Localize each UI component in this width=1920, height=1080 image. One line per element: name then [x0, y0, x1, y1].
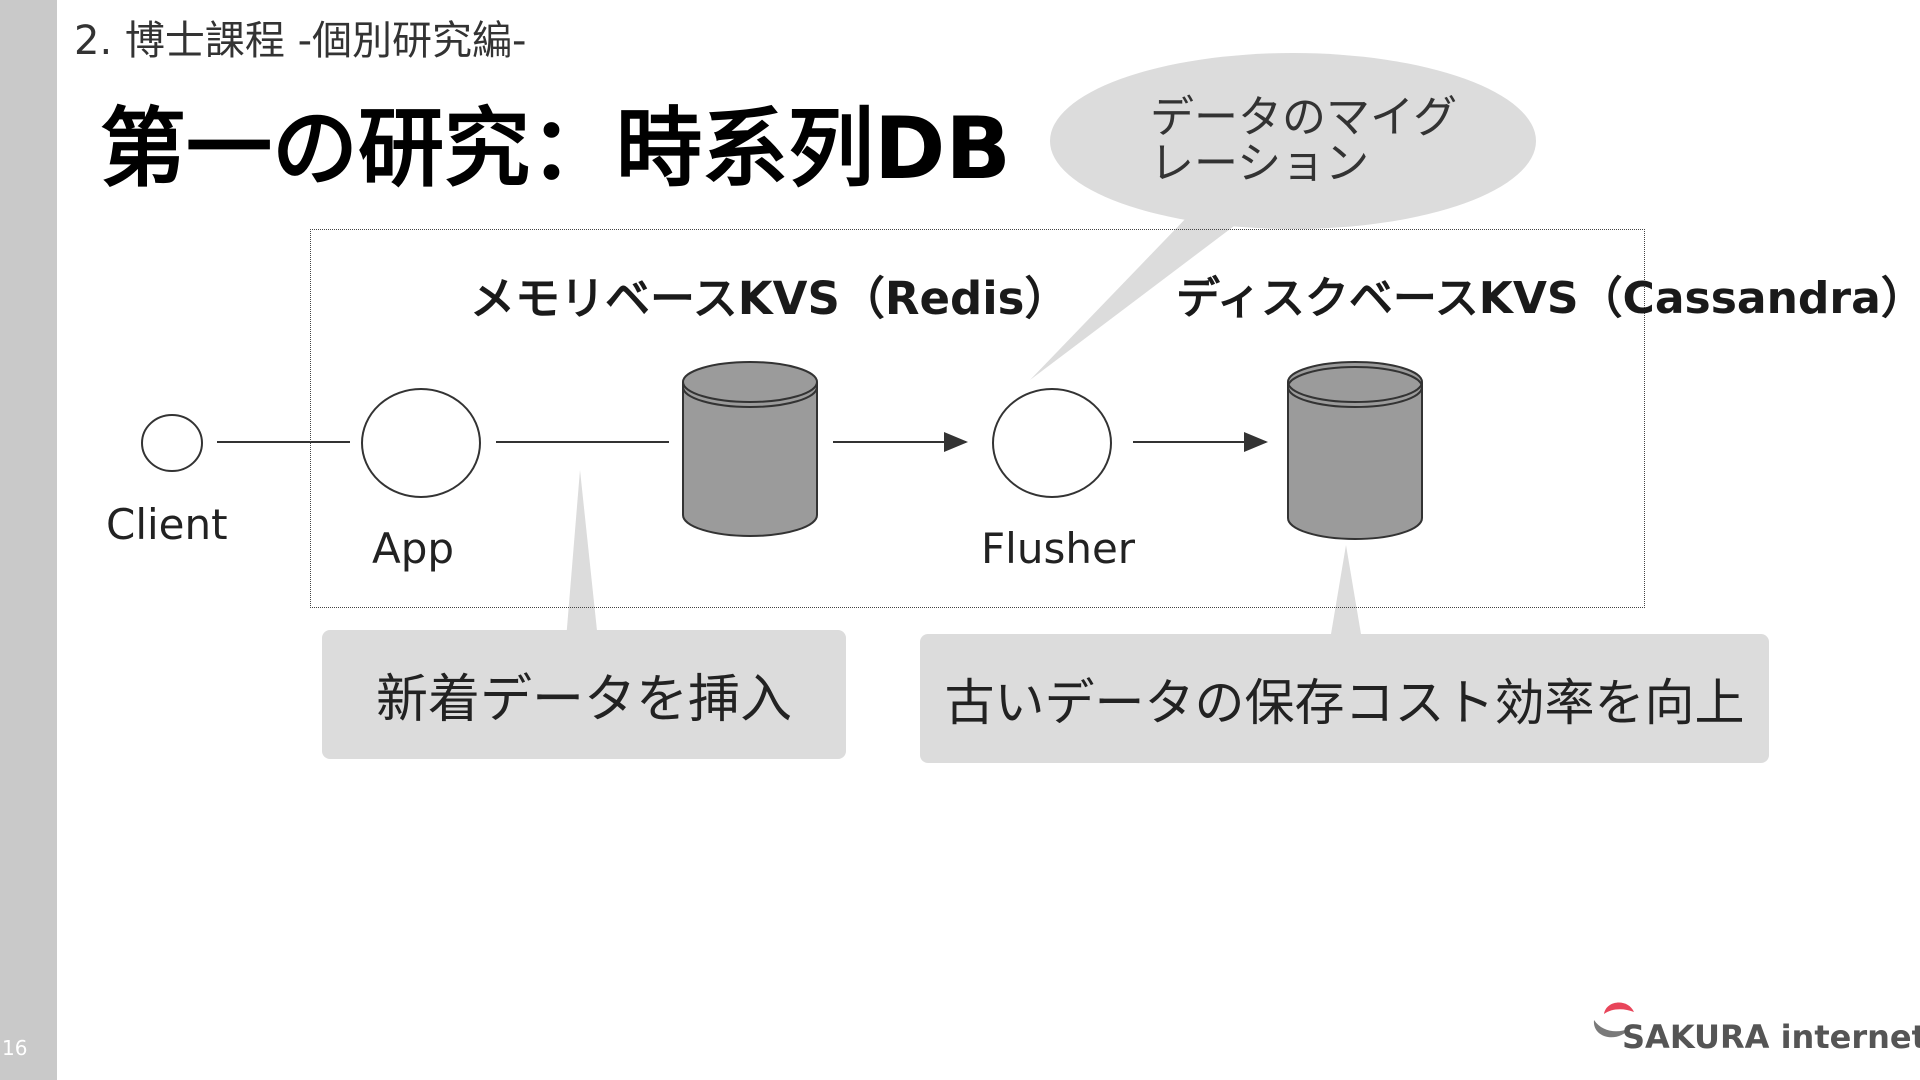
client-node: [141, 414, 203, 472]
cassandra-database-cylinder: [1287, 361, 1424, 540]
storage-callout: 古いデータの保存コスト効率を向上: [920, 634, 1769, 763]
memory-kvs-label: メモリベースKVS（Redis）: [470, 272, 1070, 325]
flusher-node: [992, 388, 1112, 498]
insert-callout-tail: [566, 470, 598, 640]
disk-kvs-label: ディスクベースKVS（Cassandra）: [1176, 273, 1920, 324]
speech-bubble: [1030, 53, 1536, 380]
insert-callout: 新着データを挿入: [322, 630, 846, 759]
slide-title: 第一の研究：時系列DB: [100, 99, 1011, 199]
insert-callout-text: 新着データを挿入: [375, 670, 792, 730]
system-boundary-box: [310, 229, 1645, 608]
speech-bubble-line1: データのマイグ: [1150, 92, 1458, 143]
speech-bubble-text: データのマイグ レーション: [1150, 95, 1457, 187]
storage-callout-tail: [1330, 545, 1362, 640]
sakura-logo-icon: [1593, 1002, 1634, 1038]
client-label: Client: [106, 500, 228, 549]
speech-bubble-line2: レーション: [1150, 138, 1370, 189]
slide-sidebar: 16: [0, 0, 57, 1080]
app-node: [361, 388, 481, 498]
page-number: 16: [2, 1036, 28, 1060]
section-heading: 2. 博士課程 -個別研究編-: [74, 18, 527, 64]
flusher-label: Flusher: [981, 524, 1136, 573]
sakura-logo-text: SAKURA internet: [1622, 1018, 1920, 1056]
storage-callout-text: 古いデータの保存コスト効率を向上: [944, 673, 1745, 732]
app-label: App: [372, 524, 455, 573]
redis-database-cylinder: [682, 361, 818, 537]
